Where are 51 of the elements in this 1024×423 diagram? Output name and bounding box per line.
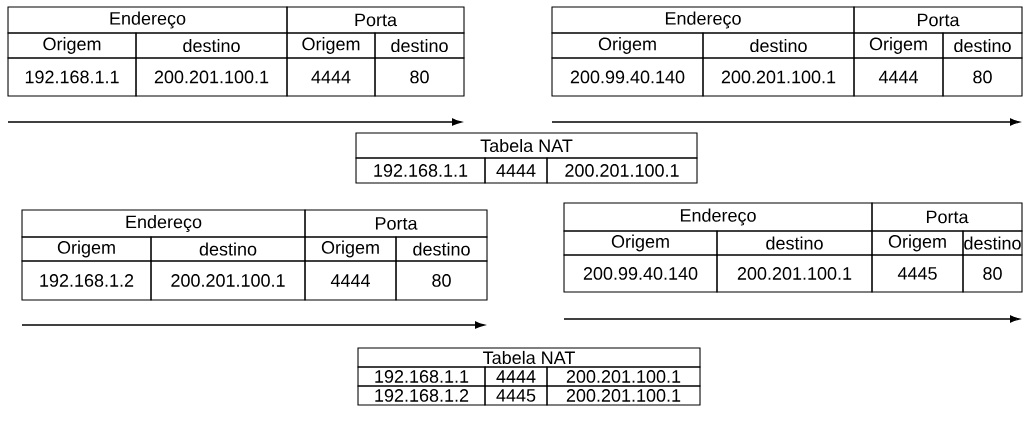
table-cell: 200.201.100.1 (716, 254, 873, 293)
table-cell: 4444 (286, 57, 376, 97)
table-cell: destino (395, 236, 488, 262)
table-cell: 200.201.100.1 (546, 366, 701, 387)
table-cell: Origem (304, 236, 397, 262)
table-cell: 192.168.1.2 (357, 385, 486, 406)
table-cell: Porta (853, 6, 1023, 34)
table-cell: 80 (942, 57, 1023, 97)
table-cell: 192.168.1.2 (21, 260, 152, 301)
table-cell: Origem (7, 32, 137, 59)
table-cell: 4445 (871, 254, 964, 293)
table-cell: 192.168.1.1 (357, 366, 486, 387)
table-cell: Endereço (551, 6, 855, 34)
table-cell: Origem (871, 230, 964, 256)
table-cell: 192.168.1.1 (355, 157, 486, 184)
table-cell: 200.201.100.1 (150, 260, 306, 301)
table-cell: Origem (563, 230, 718, 256)
table-cell: 200.201.100.1 (546, 385, 701, 406)
table-cell: destino (135, 32, 288, 59)
table-cell: 80 (962, 254, 1023, 293)
table-cell: Porta (304, 209, 488, 238)
table-cell: destino (942, 32, 1023, 59)
table-cell: Origem (21, 236, 152, 262)
table-cell: 200.201.100.1 (135, 57, 288, 97)
table-cell: Endereço (7, 6, 288, 34)
table-cell: 200.99.40.140 (551, 57, 704, 97)
table-cell: Origem (853, 32, 944, 59)
table-cell: 4444 (853, 57, 944, 97)
table-cell: 200.201.100.1 (702, 57, 855, 97)
table-cell: 80 (374, 57, 465, 97)
table-cell: Endereço (563, 202, 873, 232)
table-cell: destino (374, 32, 465, 59)
table-cell: Origem (286, 32, 376, 59)
table-cell: 4444 (304, 260, 397, 301)
table-cell: 4444 (484, 157, 548, 184)
table-cell: 200.201.100.1 (546, 157, 698, 184)
table-cell: 192.168.1.1 (7, 57, 137, 97)
table-cell: Porta (286, 6, 465, 34)
table-cell: destino (716, 230, 873, 256)
table-cell: destino (702, 32, 855, 59)
table-cell: 200.99.40.140 (563, 254, 718, 293)
table-cell: Endereço (21, 209, 306, 238)
table-cell: 4444 (484, 366, 548, 387)
table-cell: Origem (551, 32, 704, 59)
table-cell: 4445 (484, 385, 548, 406)
table-cell: 80 (395, 260, 488, 301)
table-cell: destino (150, 236, 306, 262)
table-cell: Tabela NAT (357, 347, 701, 368)
table-cell: Porta (871, 202, 1023, 232)
table-cell: destino (962, 230, 1023, 256)
table-cell: Tabela NAT (355, 132, 698, 159)
